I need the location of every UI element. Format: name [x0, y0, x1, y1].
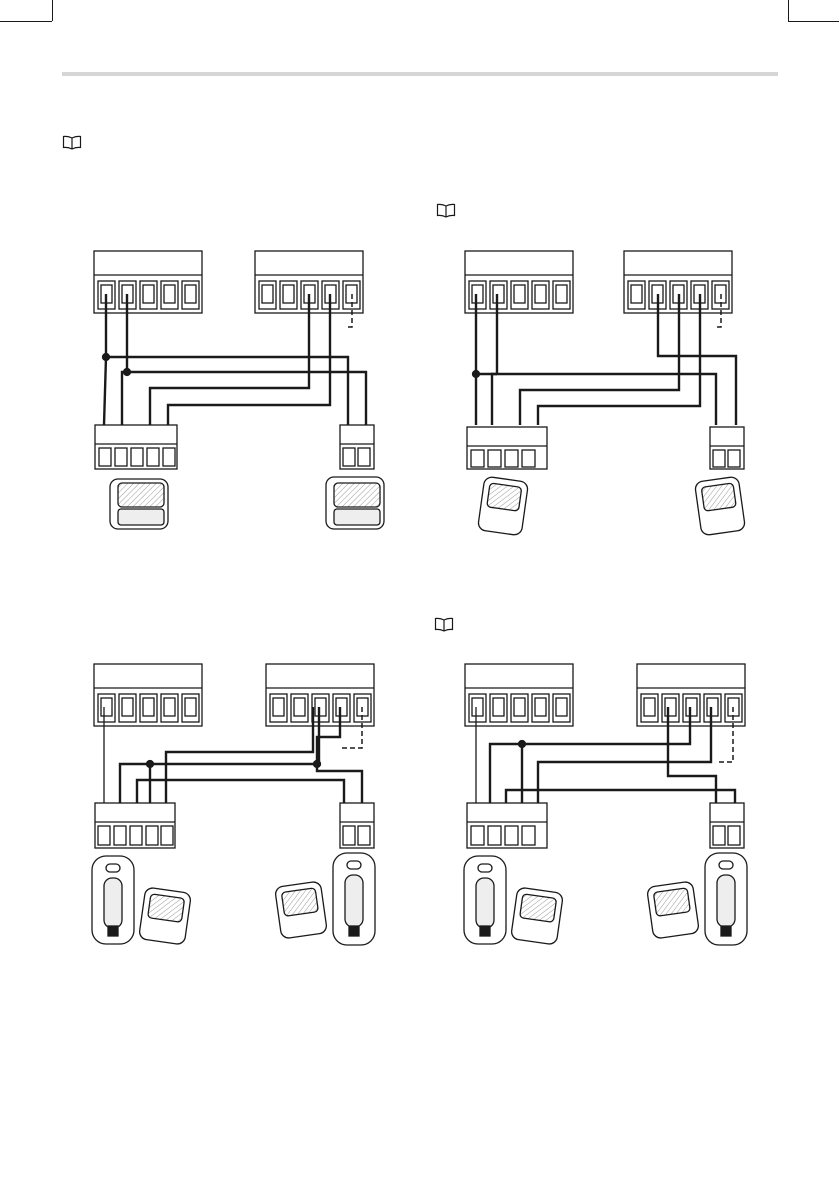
photocell-terminal: [710, 803, 744, 848]
terminal-block: [465, 664, 573, 726]
photocell-column-icon: [464, 856, 506, 944]
photocell-column-icon: [705, 853, 747, 945]
photocell-terminal: [467, 803, 547, 848]
photocell-square-icon: [647, 881, 700, 939]
photocell-square-icon: [511, 887, 564, 945]
